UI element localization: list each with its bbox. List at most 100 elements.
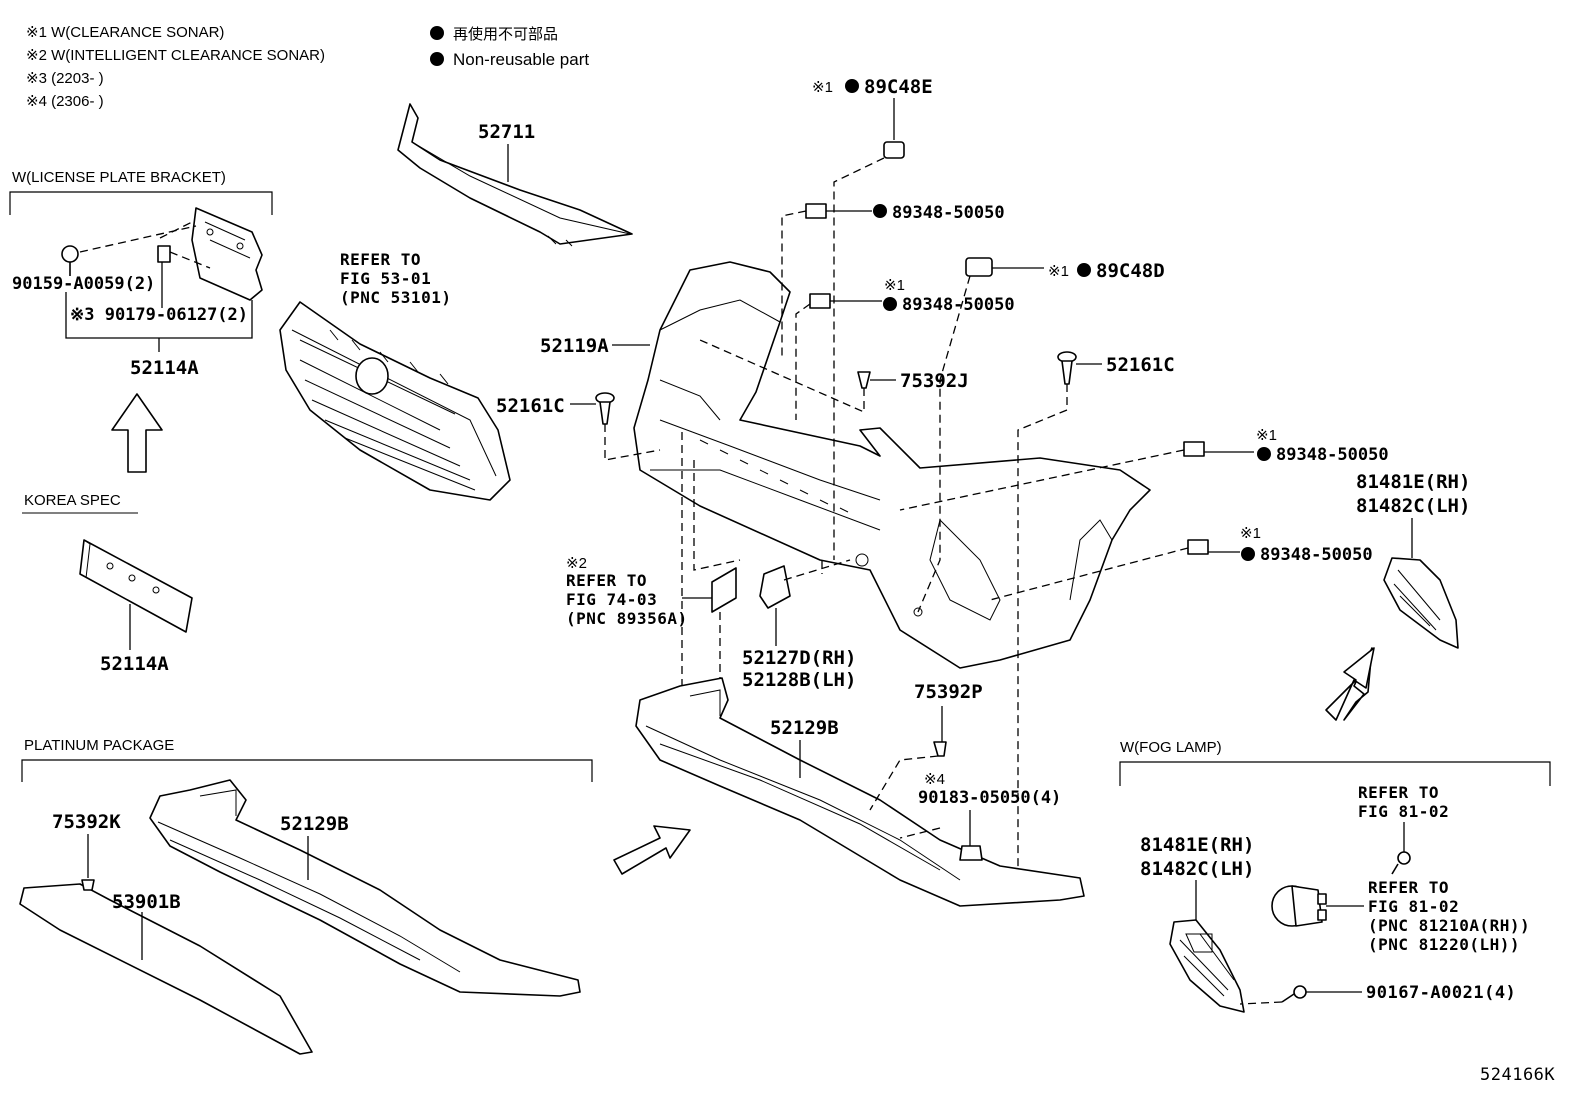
non-reusable-dot-icon	[1257, 447, 1271, 461]
label-81482c-b: 81482C(LH)	[1140, 858, 1254, 880]
fog-lamp-section: W(FOG LAMP) REFER TO FIG 81-02 81481E(RH…	[1119, 739, 1551, 1013]
bolt-90167-icon	[1281, 985, 1307, 1003]
label-81481e-a: 81481E(RH)	[1356, 471, 1470, 493]
retainer-89348-a-icon	[805, 203, 827, 219]
grille-part	[279, 301, 511, 501]
section-license-title: W(LICENSE PLATE BRACKET)	[12, 169, 226, 186]
ref-53-line3: (PNC 53101)	[340, 288, 451, 307]
clip-75392p: 75392P	[869, 681, 983, 811]
legend: 再使用不可部品 Non-reusable part	[430, 26, 589, 69]
note-3: ※3 (2203- )	[26, 70, 104, 87]
non-reusable-dot-icon	[883, 297, 897, 311]
sensor-89c48e-icon	[883, 141, 905, 159]
non-reusable-dot-icon	[430, 52, 444, 66]
non-reusable-dot-icon	[873, 204, 887, 218]
fog-cover-upper: 81481E(RH) 81482C(LH)	[1325, 471, 1470, 721]
ref-74-line2: FIG 74-03	[566, 590, 657, 609]
bumper-cover-part	[633, 261, 1151, 669]
clip-75392k-icon	[81, 879, 95, 891]
note-4: ※4 (2306- )	[26, 93, 104, 110]
ref-81b-line1: REFER TO	[1368, 878, 1449, 897]
mark-89c48e: ※1	[812, 79, 833, 96]
up-right-arrow-icon	[1325, 647, 1375, 721]
mark-89348-d: ※1	[1240, 525, 1261, 542]
clips: 75392J 52161C 52161C	[496, 339, 1175, 880]
clip-52161c-left-icon	[595, 392, 615, 425]
non-reusable-dot-icon	[430, 26, 444, 40]
label-52129b-main: 52129B	[770, 717, 839, 739]
non-reusable-dot-icon	[1077, 263, 1091, 277]
label-52114a-bottom: 52114A	[100, 653, 169, 675]
ref-81b-line2: FIG 81-02	[1368, 897, 1459, 916]
moulding-53901b-part	[19, 883, 313, 1055]
label-89348-b: 89348-50050	[902, 295, 1015, 315]
note-1: ※1 W(CLEARANCE SONAR)	[26, 24, 224, 41]
sensor-ref-89356a: ※2 REFER TO FIG 74-03 (PNC 89356A)	[566, 555, 737, 690]
ref-53-line1: REFER TO	[340, 250, 421, 269]
section-platinum-title: PLATINUM PACKAGE	[24, 737, 174, 754]
ref-81a-line2: FIG 81-02	[1358, 802, 1449, 821]
label-75392k: 75392K	[52, 811, 121, 833]
lower-spoiler-52129b: 52129B	[635, 677, 1085, 907]
label-52161c-left: 52161C	[496, 395, 565, 417]
mark-89348-b: ※1	[884, 277, 905, 294]
upper-trim-52711: 52711	[397, 103, 633, 247]
up-arrow-icon	[111, 393, 163, 473]
ref-81b-line4: (PNC 81220(LH))	[1368, 935, 1520, 954]
sensor-89356a-part	[711, 567, 737, 613]
license-bracket-part	[191, 207, 263, 301]
label-89348-a: 89348-50050	[892, 203, 1005, 223]
fog-cover-upper-part	[1383, 557, 1459, 649]
clip-90179-icon	[157, 245, 171, 263]
korea-plate-part	[79, 539, 193, 633]
retainer-89348-b-icon	[809, 293, 831, 309]
clip-75392j-icon	[857, 371, 871, 389]
non-reusable-dot-icon	[1241, 547, 1255, 561]
label-52161c-right: 52161C	[1106, 354, 1175, 376]
screw-icon	[1391, 851, 1411, 875]
label-53901b: 53901B	[112, 891, 181, 913]
label-52114a-top: 52114A	[130, 357, 199, 379]
emblem-icon	[355, 357, 389, 395]
label-52711: 52711	[478, 121, 535, 143]
mark-90183: ※4	[924, 771, 945, 788]
tow-hook-cover-part	[759, 565, 791, 609]
note-2: ※2 W(INTELLIGENT CLEARANCE SONAR)	[26, 47, 325, 64]
ref-74-line3: (PNC 89356A)	[566, 609, 688, 628]
nut-90183: ※4 90183-05050(4)	[899, 771, 1061, 861]
label-90179: ※3 90179-06127(2)	[70, 305, 248, 325]
korea-spec-section: KOREA SPEC 52114A	[22, 492, 193, 675]
retainer-89348-d-icon	[1187, 539, 1209, 555]
ref-53-line2: FIG 53-01	[340, 269, 431, 288]
grille-53101: REFER TO FIG 53-01 (PNC 53101)	[279, 250, 511, 501]
license-plate-bracket-section: W(LICENSE PLATE BRACKET) 90159-A0059(2) …	[9, 169, 273, 473]
footnotes: ※1 W(CLEARANCE SONAR) ※2 W(INTELLIGENT C…	[26, 24, 325, 110]
legend-jp: 再使用不可部品	[453, 26, 558, 43]
bumper-cover-52119a: 52119A	[540, 261, 1151, 669]
section-fog-title: W(FOG LAMP)	[1120, 739, 1222, 756]
screw-90159-icon	[61, 245, 79, 276]
label-52128b: 52128B(LH)	[742, 669, 856, 691]
label-90159: 90159-A0059(2)	[12, 274, 155, 294]
label-52119a: 52119A	[540, 335, 609, 357]
sonar-sensors: ※1 89C48E 89348-50050 ※1 89348-50050 ※1 …	[781, 76, 1389, 613]
fog-cover-lower-part	[1169, 919, 1245, 1013]
label-89c48e: 89C48E	[864, 76, 933, 98]
mark-89348-c: ※1	[1256, 427, 1277, 444]
mark-ref74: ※2	[566, 555, 587, 572]
clip-52161c-right-icon	[1057, 351, 1077, 385]
ref-81b-line3: (PNC 81210A(RH))	[1368, 916, 1530, 935]
label-89c48d: 89C48D	[1096, 260, 1165, 282]
platinum-spoiler-part	[149, 779, 581, 997]
mark-89c48d: ※1	[1048, 263, 1069, 280]
platinum-package-section: PLATINUM PACKAGE 52129B 75392K 53901B	[19, 737, 593, 1055]
ref-74-line1: REFER TO	[566, 571, 647, 590]
label-52127d: 52127D(RH)	[742, 647, 856, 669]
label-90167: 90167-A0021(4)	[1366, 983, 1516, 1003]
lower-spoiler-part	[635, 677, 1085, 907]
tow-hook-cover: 52127D(RH) 52128B(LH)	[742, 559, 856, 691]
label-81481e-b: 81481E(RH)	[1140, 834, 1254, 856]
label-75392j: 75392J	[900, 370, 969, 392]
label-75392p: 75392P	[914, 681, 983, 703]
